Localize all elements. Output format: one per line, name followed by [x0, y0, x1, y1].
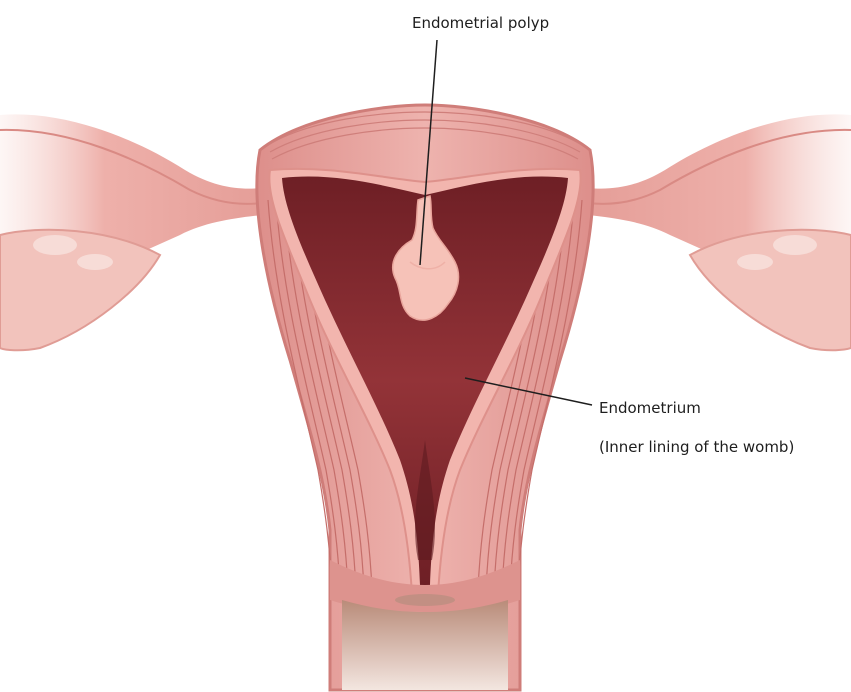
endometrium-description: (Inner lining of the womb): [599, 438, 794, 456]
endometrium-label: Endometrium: [599, 399, 701, 417]
left-ovary: [0, 230, 160, 351]
right-ovary: [690, 230, 851, 351]
polyp-label: Endometrial polyp: [412, 14, 549, 32]
